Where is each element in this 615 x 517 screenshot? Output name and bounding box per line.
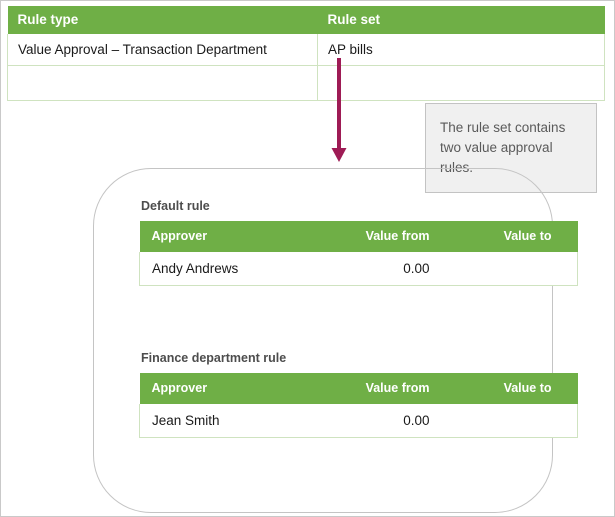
cell-rule-type: Value Approval – Transaction Department — [7, 34, 318, 66]
rule-type-table-header-row: Rule type Rule set — [7, 6, 605, 34]
rule-group-title-default: Default rule — [141, 199, 210, 213]
column-header-approver: Approver — [139, 221, 322, 252]
cell-rule-type-empty — [7, 65, 318, 101]
cell-value-from: 0.00 — [321, 404, 442, 438]
rule-type-table: Rule type Rule set Value Approval – Tran… — [7, 6, 605, 101]
default-rule-header-row: Approver Value from Value to — [139, 221, 578, 252]
rule-group-default: Default rule Approver Value from Value t… — [139, 199, 578, 286]
cell-rule-set: AP bills — [317, 34, 605, 66]
rule-group-finance: Finance department rule Approver Value f… — [139, 351, 578, 438]
cell-approver: Andy Andrews — [139, 252, 322, 286]
connector-arrow — [328, 58, 350, 168]
finance-rule-table: Approver Value from Value to Jean Smith … — [139, 373, 578, 438]
cell-value-to — [441, 252, 578, 286]
cell-value-from: 0.00 — [321, 252, 442, 286]
finance-rule-header-row: Approver Value from Value to — [139, 373, 578, 404]
default-rule-table: Approver Value from Value to Andy Andrew… — [139, 221, 578, 286]
column-header-value-to: Value to — [441, 373, 578, 404]
callout-text: The rule set contains two value approval… — [440, 120, 566, 175]
table-row-empty[interactable] — [7, 65, 605, 101]
column-header-approver: Approver — [139, 373, 322, 404]
rule-set-container — [93, 168, 553, 513]
column-header-value-from: Value from — [321, 373, 442, 404]
table-row[interactable]: Value Approval – Transaction Department … — [7, 34, 605, 66]
column-header-rule-set: Rule set — [317, 6, 605, 34]
column-header-value-to: Value to — [441, 221, 578, 252]
table-row[interactable]: Andy Andrews 0.00 — [139, 252, 578, 286]
rule-group-title-finance: Finance department rule — [141, 351, 287, 365]
down-arrow-icon — [331, 58, 347, 162]
cell-rule-set-empty — [317, 65, 605, 101]
column-header-rule-type: Rule type — [7, 6, 318, 34]
table-row[interactable]: Jean Smith 0.00 — [139, 404, 578, 438]
cell-approver: Jean Smith — [139, 404, 322, 438]
cell-value-to — [441, 404, 578, 438]
callout-box: The rule set contains two value approval… — [425, 103, 597, 193]
column-header-value-from: Value from — [321, 221, 442, 252]
